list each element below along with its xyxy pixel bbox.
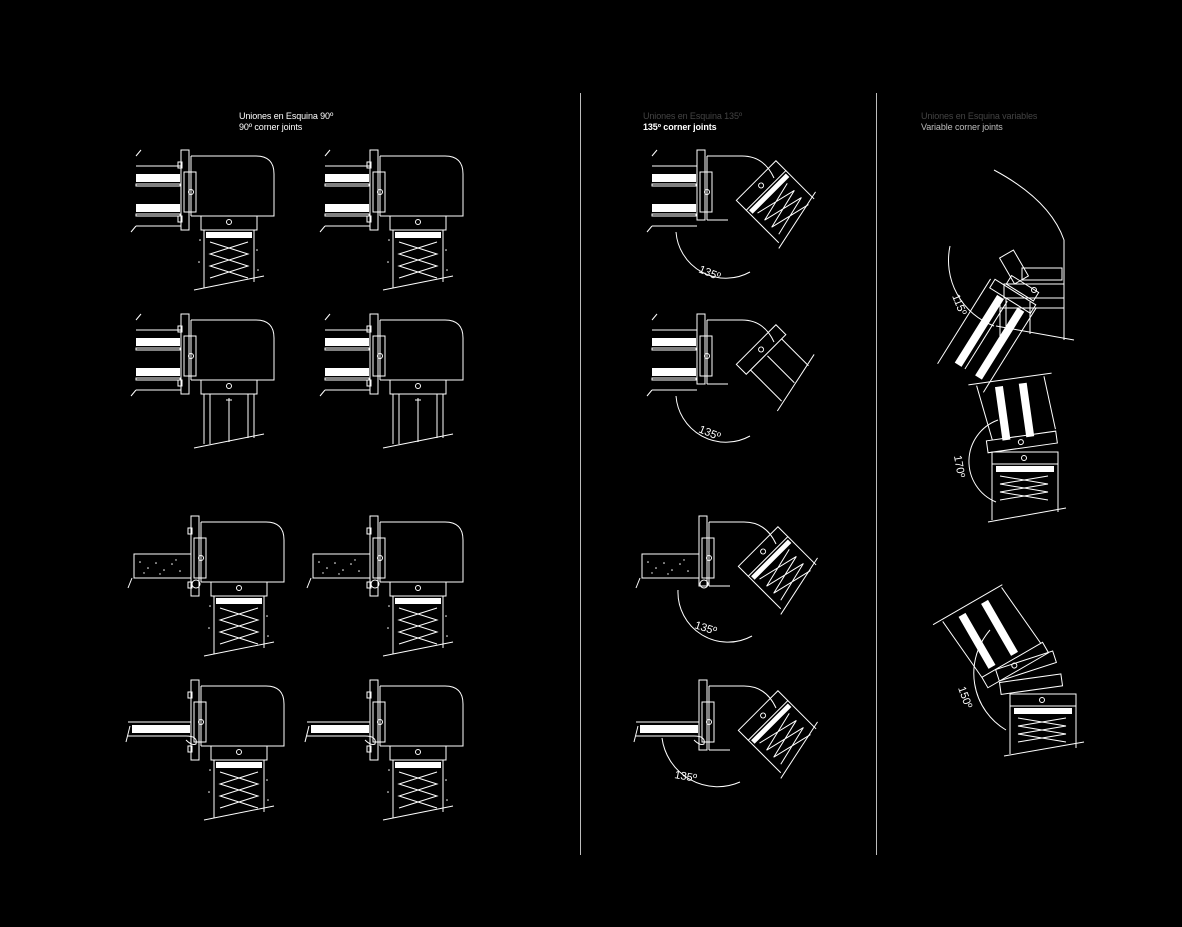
detail-variable-150: 150º	[932, 584, 1085, 757]
angle-label-170: 170º	[951, 454, 967, 478]
title-corner-135-en: 135º corner joints	[643, 122, 717, 132]
angle-label-150: 150º	[955, 685, 974, 710]
detail-90-solid-insulated-b	[306, 515, 464, 657]
section-divider-right	[876, 93, 877, 855]
detail-135-glazed-insulated: 135º	[646, 149, 826, 284]
detail-90-glazed-insulated-b	[319, 149, 464, 291]
detail-135-sheet-insulated: 135º	[633, 679, 828, 788]
detail-135-glazed-glass: 135º	[646, 313, 825, 444]
title-corner-variable-es: Uniones en Esquina variables	[921, 111, 1038, 121]
detail-90-solid-insulated-a	[127, 515, 285, 657]
title-corner-135: Uniones en Esquina 135º 135º corner join…	[643, 111, 742, 133]
detail-variable-115: 115º	[937, 169, 1075, 393]
angle-label-135-d: 135º	[673, 769, 697, 785]
title-corner-variable-en: Variable corner joints	[921, 122, 1003, 132]
detail-90-glazed-glass-a	[130, 313, 275, 449]
angle-label-115: 115º	[949, 293, 968, 317]
title-corner-variable: Uniones en Esquina variables Variable co…	[921, 111, 1037, 133]
title-corner-90-es: Uniones en Esquina 90º	[239, 111, 334, 121]
angle-label-135-b: 135º	[697, 424, 722, 444]
title-corner-90: Uniones en Esquina 90º 90º corner joints	[239, 111, 333, 133]
detail-90-glazed-glass-b	[319, 313, 464, 449]
section-divider-left	[580, 93, 581, 855]
title-corner-135-es: Uniones en Esquina 135º	[643, 111, 743, 121]
detail-90-sheet-insulated-b	[304, 679, 464, 821]
title-corner-90-en: 90º corner joints	[239, 122, 303, 132]
detail-variable-170: 170º	[951, 372, 1067, 523]
angle-label-135-c: 135º	[693, 619, 718, 637]
detail-135-solid-insulated: 135º	[635, 515, 828, 643]
angle-label-135-a: 135º	[697, 264, 722, 284]
detail-90-sheet-insulated-a	[125, 679, 285, 821]
detail-90-glazed-insulated-a	[130, 149, 275, 291]
